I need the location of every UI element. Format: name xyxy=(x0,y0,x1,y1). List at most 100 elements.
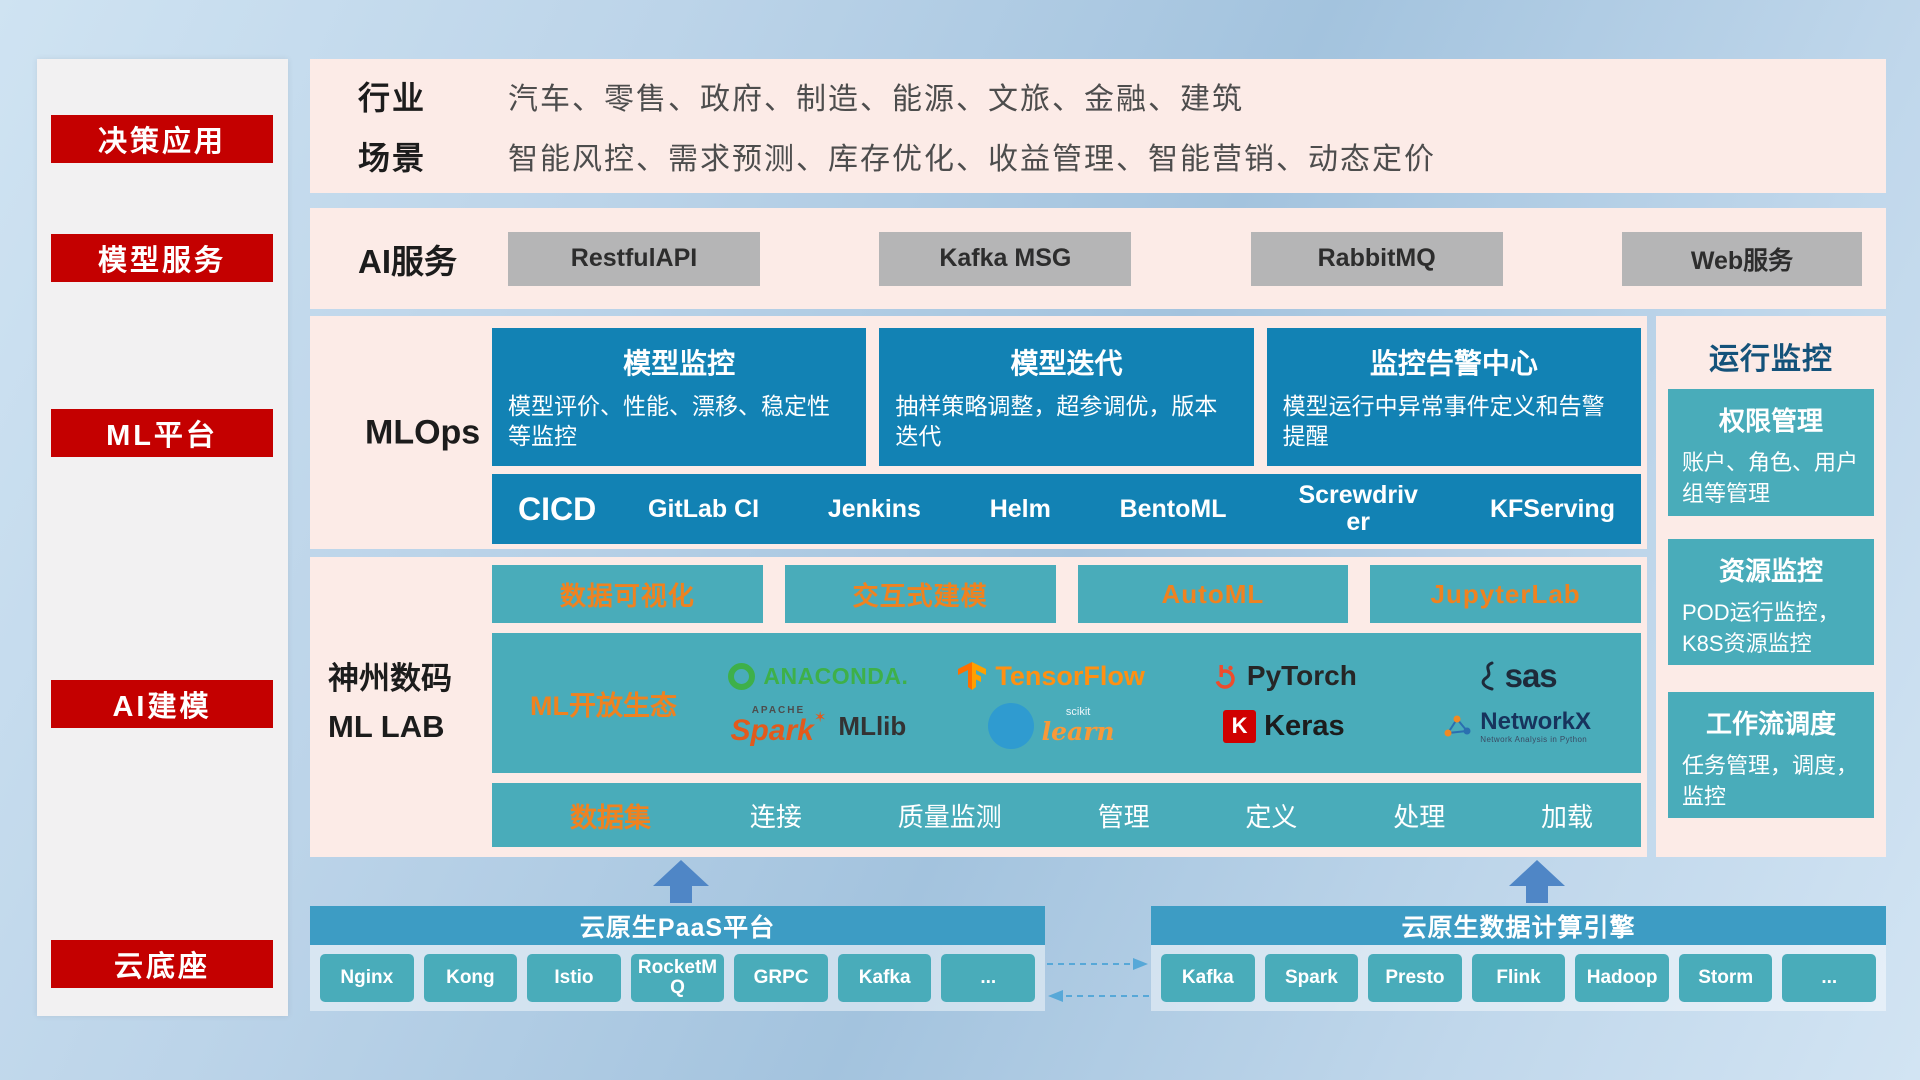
kafka-msg-button: Kafka MSG xyxy=(879,231,1132,286)
workflow-scheduler-card: 工作流调度 任务管理，调度，监控 xyxy=(1668,692,1874,818)
mllib-wordmark: MLlib xyxy=(838,710,907,741)
paas-platform-panel: Nginx Kong Istio RocketMQ GRPC Kafka ... xyxy=(310,945,1045,1011)
data-visualization-button: 数据可视化 xyxy=(492,565,763,623)
dataset-items: 连接 质量监测 管理 定义 处理 加载 xyxy=(702,797,1641,834)
scikit-learn-wordmark: scikit learn xyxy=(1042,707,1115,745)
chip-kafka: Kafka xyxy=(837,954,932,1002)
mlops-cards: 模型监控 模型评价、性能、漂移、稳定性等监控 模型迭代 抽样策略调整，超参调优，… xyxy=(492,328,1641,466)
sas-logo: sas xyxy=(1400,657,1633,695)
jupyterlab-button: JupyterLab xyxy=(1370,565,1641,623)
card-desc: 模型评价、性能、漂移、稳定性等监控 xyxy=(508,393,830,450)
pytorch-logo: PyTorch xyxy=(1168,660,1401,692)
cicd-item-kfserving: KFServing xyxy=(1489,494,1615,523)
networkx-word: NetworkX xyxy=(1480,707,1591,735)
card-title: 监控告警中心 xyxy=(1369,348,1538,379)
card-title: 模型监控 xyxy=(623,348,736,379)
chip-storm: Storm xyxy=(1678,954,1773,1002)
dataset-item-process: 处理 xyxy=(1393,801,1446,832)
keras-wordmark: Keras xyxy=(1264,709,1345,742)
sidebar-item-decision-apps: 决策应用 xyxy=(51,115,273,163)
scikit-label: scikit xyxy=(1065,706,1091,719)
tensorflow-wordmark: TensorFlow xyxy=(995,660,1145,691)
card-desc: 账户、角色、用户组等管理 xyxy=(1682,450,1859,506)
dataset-label: 数据集 xyxy=(570,802,651,833)
data-engine-panel: Kafka Spark Presto Flink Hadoop Storm ..… xyxy=(1151,945,1886,1011)
data-engine-header: 云原生数据计算引擎 xyxy=(1151,906,1886,945)
pytorch-wordmark: PyTorch xyxy=(1246,660,1357,691)
learn-word: learn xyxy=(1041,716,1115,746)
spark-word: Spark xyxy=(730,714,814,747)
automl-button: AutoML xyxy=(1077,565,1349,623)
chip-nginx: Nginx xyxy=(320,954,414,1002)
ml-lab-band: 神州数码 ML LAB 数据可视化 交互式建模 AutoML JupyterLa… xyxy=(310,557,1647,857)
dataset-item-quality: 质量监测 xyxy=(897,801,1002,832)
anaconda-icon xyxy=(728,662,756,690)
scenario-label: 场景 xyxy=(358,140,427,176)
tensorflow-logo: TensorFlow xyxy=(935,661,1168,692)
chip-spark: Spark xyxy=(1264,954,1359,1002)
permission-management-card: 权限管理 账户、角色、用户组等管理 xyxy=(1668,389,1874,516)
networkx-wordmark: NetworkX Network Analysis in Python xyxy=(1480,708,1591,745)
networkx-icon xyxy=(1444,715,1471,737)
pytorch-icon xyxy=(1215,665,1235,689)
scenario-list: 智能风控、需求预测、库存优化、收益管理、智能营销、动态定价 xyxy=(508,143,1436,176)
ai-service-band: AI服务 RestfulAPI Kafka MSG RabbitMQ Web服务 xyxy=(310,208,1886,309)
paas-platform-header: 云原生PaaS平台 xyxy=(310,906,1045,945)
keras-icon: K xyxy=(1223,709,1257,743)
card-title: 资源监控 xyxy=(1718,556,1823,586)
tensorflow-icon xyxy=(958,662,987,690)
rabbitmq-button: RabbitMQ xyxy=(1250,231,1503,286)
cicd-items: GitLab CI Jenkins Helm BentoML Screwdriv… xyxy=(648,482,1615,536)
apache-label: APACHE xyxy=(751,705,806,716)
model-monitor-card: 模型监控 模型评价、性能、漂移、稳定性等监控 xyxy=(492,328,867,466)
chip-flink: Flink xyxy=(1471,954,1566,1002)
restful-api-button: RestfulAPI xyxy=(508,231,760,286)
up-arrow-paas xyxy=(653,860,709,903)
card-title: 工作流调度 xyxy=(1705,709,1836,739)
scikit-learn-icon xyxy=(987,703,1034,749)
ml-lab-label-line2: ML LAB xyxy=(328,709,445,745)
scenario-row: 场景 智能风控、需求预测、库存优化、收益管理、智能营销、动态定价 xyxy=(310,133,1886,179)
arrow-head xyxy=(653,860,709,886)
cicd-item-helm: Helm xyxy=(989,494,1051,523)
card-title: 权限管理 xyxy=(1718,406,1823,436)
card-desc: 模型运行中异常事件定义和告警提醒 xyxy=(1282,393,1605,450)
spark-star-icon: ✶ xyxy=(813,709,827,726)
up-arrow-engine xyxy=(1509,860,1565,903)
spark-word-line: Spark ✶ xyxy=(730,710,826,747)
data-exchange-arrows xyxy=(1047,958,1149,1002)
runtime-monitor-column: 运行监控 权限管理 账户、角色、用户组等管理 资源监控 POD运行监控，K8S资… xyxy=(1656,316,1886,857)
resource-monitor-card: 资源监控 POD运行监控，K8S资源监控 xyxy=(1668,539,1874,665)
industry-label: 行业 xyxy=(358,80,427,116)
chip-istio: Istio xyxy=(527,954,621,1002)
alert-center-card: 监控告警中心 模型运行中异常事件定义和告警提醒 xyxy=(1266,328,1641,466)
chip-kong: Kong xyxy=(423,954,518,1002)
industry-scenario-band: 行业 汽车、零售、政府、制造、能源、文旅、金融、建筑 场景 智能风控、需求预测、… xyxy=(310,59,1886,193)
chip-more: ... xyxy=(941,954,1036,1002)
anaconda-wordmark: ANACONDA. xyxy=(763,662,909,689)
chip-presto: Presto xyxy=(1368,954,1462,1002)
dataset-item-define: 定义 xyxy=(1245,801,1298,832)
chip-grpc: GRPC xyxy=(734,954,828,1002)
keras-logo: K Keras xyxy=(1168,709,1401,743)
ml-lab-label-line1: 神州数码 xyxy=(328,661,452,696)
web-service-button: Web服务 xyxy=(1621,231,1862,286)
sidebar-item-ai-modeling: AI建模 xyxy=(51,680,273,728)
card-desc: POD运行监控，K8S资源监控 xyxy=(1682,600,1840,656)
anaconda-logo: ANACONDA. xyxy=(702,662,935,690)
ml-lab-tools: 数据可视化 交互式建模 AutoML JupyterLab xyxy=(492,565,1641,623)
industry-row: 行业 汽车、零售、政府、制造、能源、文旅、金融、建筑 xyxy=(310,73,1886,119)
cicd-bar: CICD GitLab CI Jenkins Helm BentoML Scre… xyxy=(492,474,1641,544)
spark-wordmark: APACHE Spark ✶ xyxy=(730,706,826,746)
ml-ecosystem-label: ML开放生态 xyxy=(530,690,677,721)
spark-mllib-logo: APACHE Spark ✶ MLlib xyxy=(702,706,935,746)
mlops-label: MLOps xyxy=(365,413,481,451)
cicd-item-bentoml: BentoML xyxy=(1119,494,1227,523)
dataset-item-load: 加载 xyxy=(1541,801,1594,832)
card-desc: 任务管理，调度，监控 xyxy=(1682,753,1859,809)
card-title: 模型迭代 xyxy=(1010,348,1123,379)
card-desc: 抽样策略调整，超参调优，版本迭代 xyxy=(895,393,1218,450)
chip-more2: ... xyxy=(1782,954,1877,1002)
sas-icon xyxy=(1481,661,1494,691)
